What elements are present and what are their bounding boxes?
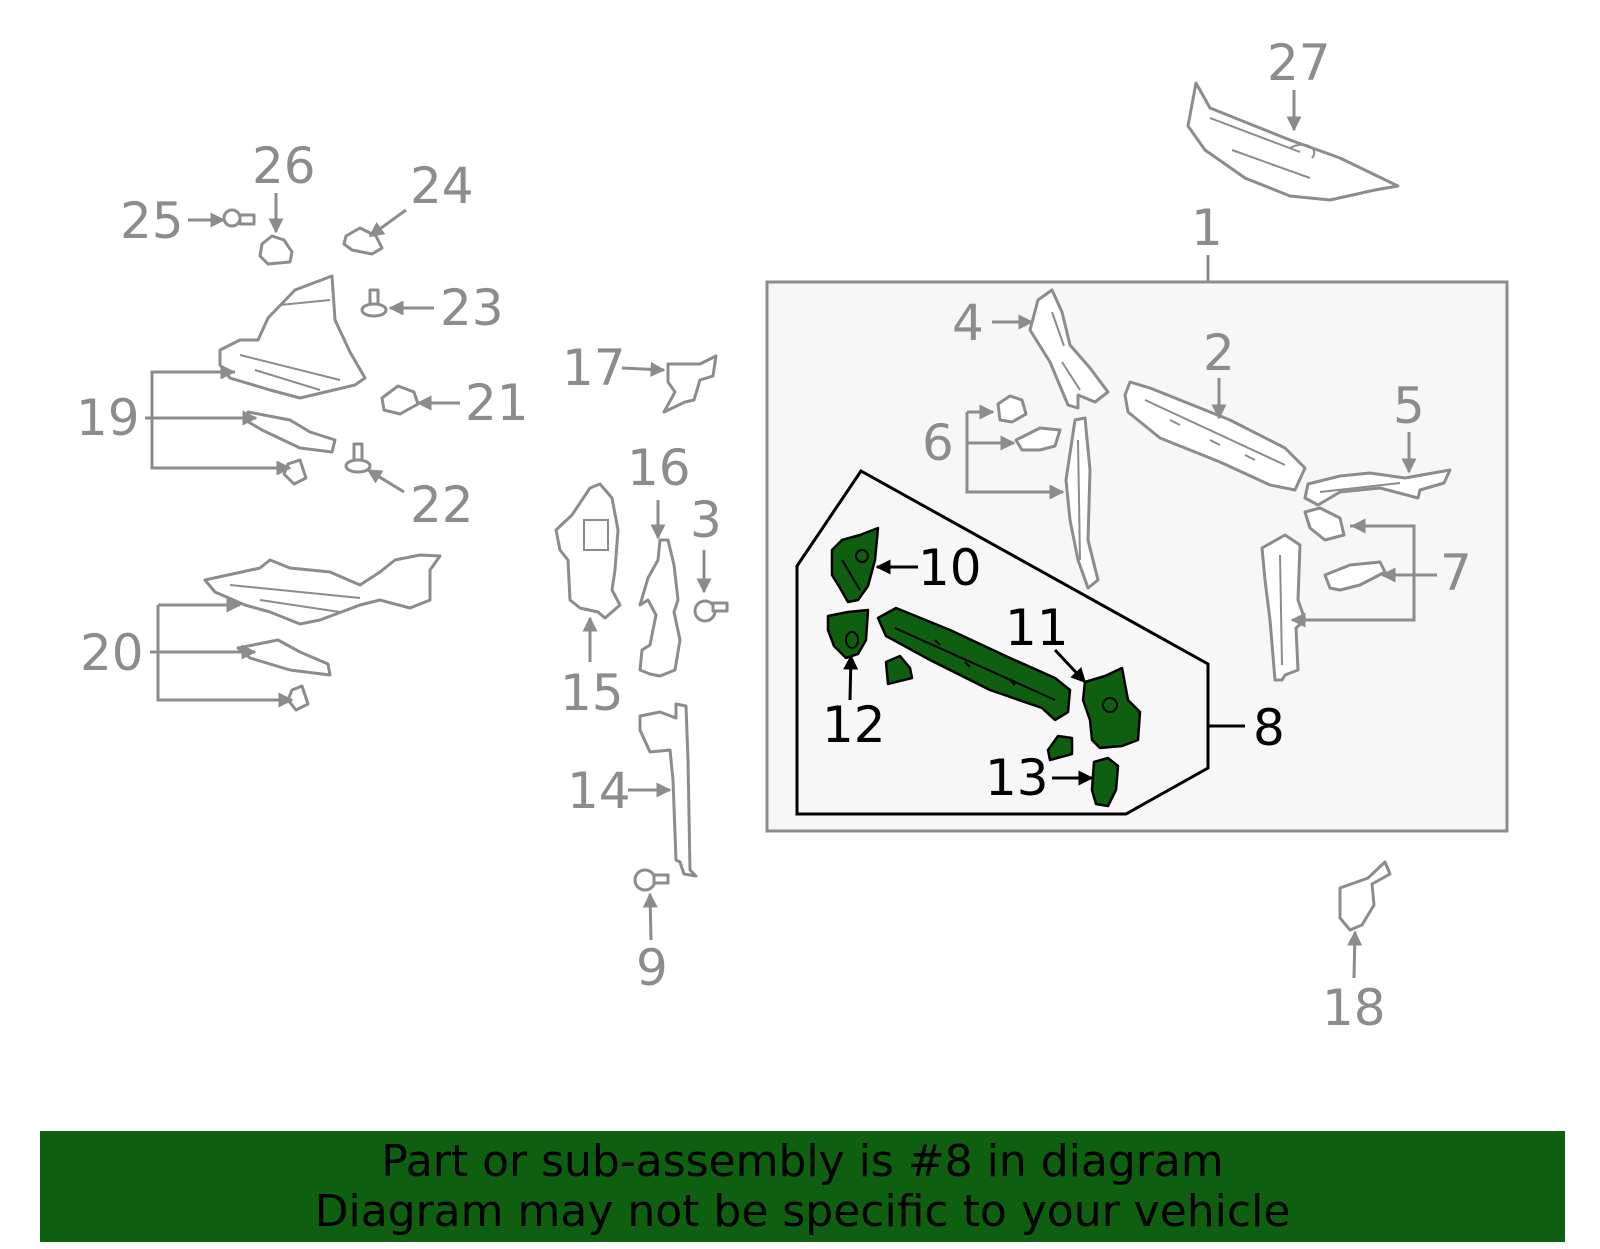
part-3-clip xyxy=(693,599,729,623)
part-5-support xyxy=(1303,468,1452,507)
callout-13: 13 xyxy=(985,749,1049,807)
part-19-cover xyxy=(218,274,367,486)
callout-8: 8 xyxy=(1253,699,1285,757)
part-25-screw xyxy=(222,208,256,228)
part-15-guide xyxy=(554,482,622,620)
callout-4: 4 xyxy=(952,294,984,352)
callout-9: 9 xyxy=(636,939,668,997)
part-9-bolt xyxy=(633,868,670,892)
part-12-clip xyxy=(884,654,914,686)
callout-12: 12 xyxy=(822,696,886,754)
callout-26: 26 xyxy=(252,137,316,195)
part-20-cover xyxy=(203,553,442,712)
part-18-bracket xyxy=(1338,860,1392,932)
part-14-support xyxy=(638,702,698,878)
callout-16: 16 xyxy=(627,439,691,497)
part-23-bolt xyxy=(360,288,388,318)
callout-24: 24 xyxy=(410,157,474,215)
part-21-nut xyxy=(380,384,420,416)
part-26-clip xyxy=(258,234,294,266)
part-7-brackets xyxy=(1260,506,1387,682)
part-22-bolt xyxy=(344,442,372,474)
part-11-bracket xyxy=(1081,666,1142,750)
callout-5: 5 xyxy=(1393,377,1425,435)
callout-22: 22 xyxy=(410,476,474,534)
info-banner: Part or sub-assembly is #8 in diagram Di… xyxy=(40,1131,1565,1242)
callout-14: 14 xyxy=(567,762,631,820)
gray-leaders xyxy=(145,90,1437,979)
callout-19: 19 xyxy=(76,389,140,447)
part-8-reinforcement xyxy=(876,606,1072,722)
banner-line-2: Diagram may not be specific to your vehi… xyxy=(314,1185,1291,1237)
part-12-bracket xyxy=(826,608,870,660)
callout-18: 18 xyxy=(1322,979,1386,1037)
part-6-brackets xyxy=(996,394,1100,590)
banner-line-1: Part or sub-assembly is #8 in diagram xyxy=(381,1135,1224,1187)
callout-20: 20 xyxy=(80,624,144,682)
callout-7: 7 xyxy=(1440,544,1472,602)
part-11-clip xyxy=(1046,734,1074,762)
part-17-bracket xyxy=(662,354,718,414)
callout-15: 15 xyxy=(560,664,624,722)
callout-6: 6 xyxy=(922,414,954,472)
callout-21: 21 xyxy=(465,374,529,432)
part-27-cover xyxy=(1186,81,1400,202)
callout-23: 23 xyxy=(440,279,504,337)
black-leaders xyxy=(843,559,1094,786)
callout-27: 27 xyxy=(1267,34,1331,92)
callout-17: 17 xyxy=(562,339,626,397)
callout-2: 2 xyxy=(1203,324,1235,382)
callout-11: 11 xyxy=(1005,599,1069,657)
callout-1: 1 xyxy=(1191,199,1223,257)
part-16-guide xyxy=(638,538,682,678)
part-4-support xyxy=(1028,288,1110,410)
callout-10: 10 xyxy=(918,539,982,597)
part-13-bracket xyxy=(1090,756,1120,808)
callout-3: 3 xyxy=(690,491,722,549)
callout-25: 25 xyxy=(120,192,184,250)
part-10-bracket xyxy=(830,526,880,604)
